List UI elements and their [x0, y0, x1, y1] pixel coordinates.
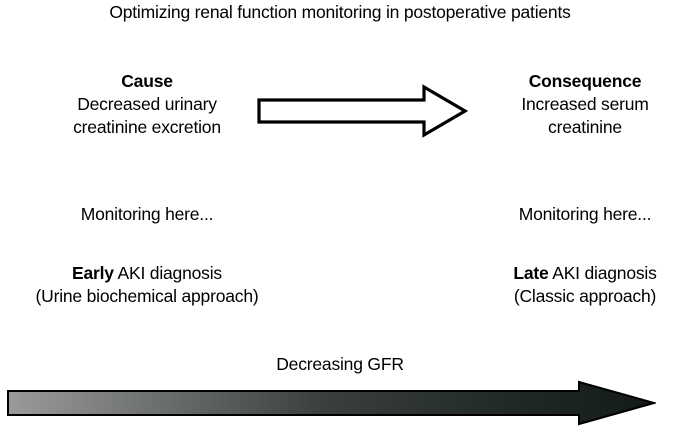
page-title: Optimizing renal function monitoring in … [109, 2, 571, 22]
late-diagnosis-emphasis: Late [513, 263, 549, 283]
cause-heading: Cause [121, 71, 173, 91]
decreasing-gfr-arrow-icon [6, 378, 656, 428]
consequence-block: Consequence Increased serum creatinine [460, 70, 680, 139]
decreasing-gfr-label: Decreasing GFR [276, 354, 404, 374]
late-diagnosis-line: Late AKI diagnosis [460, 262, 680, 285]
consequence-monitoring-note: Monitoring here... [460, 203, 680, 226]
early-diagnosis-emphasis: Early [72, 263, 114, 283]
early-diagnosis-block: Early AKI diagnosis (Urine biochemical a… [20, 262, 274, 308]
cause-line-1: Decreased urinary [77, 94, 217, 114]
early-diagnosis-rest: AKI diagnosis [113, 263, 223, 283]
late-diagnosis-block: Late AKI diagnosis (Classic approach) [460, 262, 680, 308]
cause-monitoring-note: Monitoring here... [20, 203, 274, 226]
cause-line-2: creatinine excretion [73, 117, 221, 137]
cause-monitoring-text: Monitoring here... [80, 204, 214, 224]
consequence-heading: Consequence [528, 71, 642, 91]
consequence-line-1: Increased serum [521, 94, 649, 114]
late-diagnosis-rest: AKI diagnosis [548, 263, 657, 283]
cause-to-consequence-arrow-icon [256, 84, 468, 138]
late-diagnosis-detail: (Classic approach) [513, 286, 657, 306]
consequence-monitoring-text: Monitoring here... [518, 204, 652, 224]
early-diagnosis-line: Early AKI diagnosis [20, 262, 274, 285]
consequence-line-2: creatinine [548, 117, 622, 137]
cause-block: Cause Decreased urinary creatinine excre… [20, 70, 274, 139]
early-diagnosis-detail: (Urine biochemical approach) [35, 286, 259, 306]
